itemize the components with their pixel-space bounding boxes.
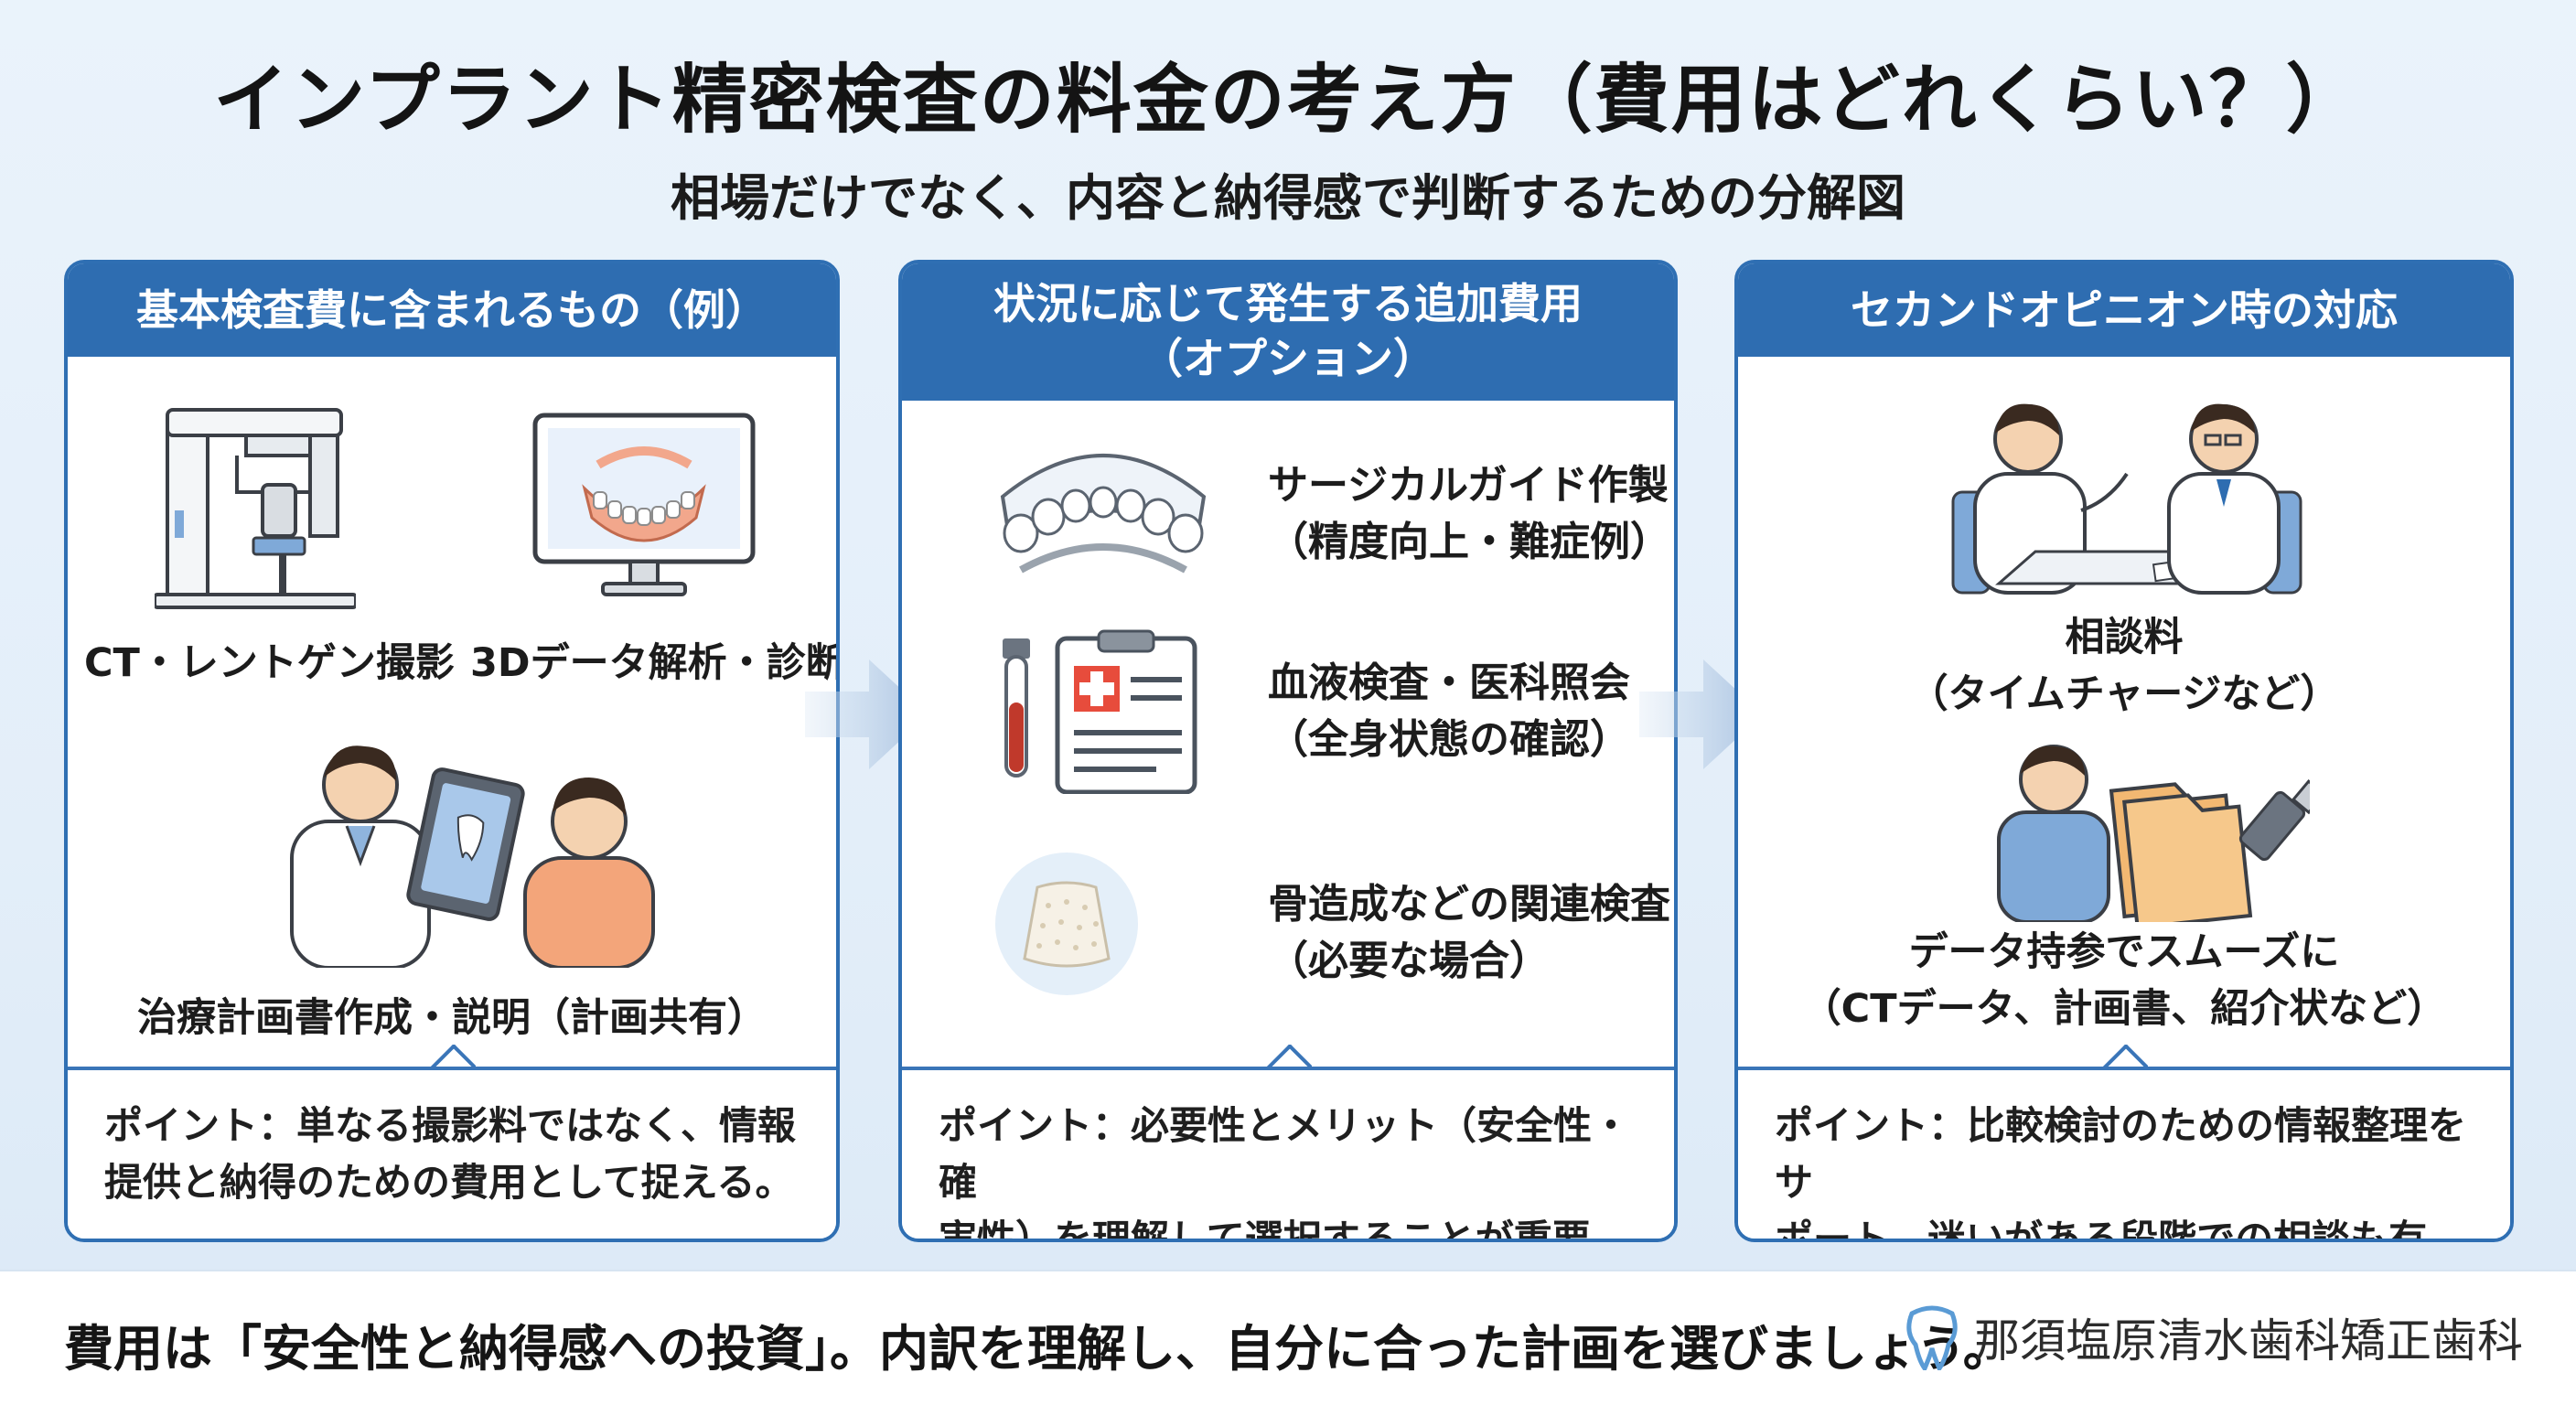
footer-message: 費用は「安全性と納得感への投資」。内訳を理解し、自分に合った計画を選びましょう。 [64,1320,2012,1378]
bone-graft-text: 骨造成などの関連検査 （必要な場合） [1268,876,1670,990]
bone-graft-icon [993,851,1140,1001]
blood-test-note: （全身状態の確認） [1268,716,1630,763]
blood-test-title: 血液検査・医科照会 [1268,660,1630,706]
clinic-name: 那須塩原清水歯科矯正歯科 [1974,1314,2523,1367]
surgical-guide-text: サージカルガイド作製 （精度向上・難症例） [1268,457,1670,571]
point-line: 提供と納得のための費用として捉える。 [104,1160,794,1205]
folder-usb-icon [1980,739,2326,930]
bone-graft-title: 骨造成などの関連検査 [1268,881,1670,928]
bring-data-title: データ持参でスムーズに [1908,929,2340,975]
blood-test-clipboard-icon [993,629,1204,798]
footer-bar: 費用は「安全性と納得感への投資」。内訳を理解し、自分に合った計画を選びましょう。… [0,1270,2576,1405]
panel-optional-heading-line: 状況に応じて発生する追加費用 [993,279,1583,328]
surgical-guide-title: サージカルガイド作製 [1268,462,1669,509]
panel-optional-costs: 状況に応じて発生する追加費用 （オプション） サージカルガイド作製 （精度向上・… [898,260,1678,1242]
point-line: ポイント：比較検討のための情報整理をサ [1775,1103,2467,1205]
ct-scanner-icon [153,401,358,615]
point-box-optional: ポイント：必要性とメリット（安全性・確 実性）を理解して選択することが重要。 [902,1067,1674,1239]
flow-arrow-icon [805,655,933,778]
panel-optional-heading: 状況に応じて発生する追加費用 （オプション） [902,263,1674,401]
panel-basic-exam-heading: 基本検査費に含まれるもの（例） [68,263,836,357]
bring-data-text: データ持参でスムーズに （CTデータ、計画書、紹介状など） [1738,924,2510,1037]
point-line: 実性）を理解して選択することが重要。 [939,1217,1629,1242]
tooth-logo-icon [1906,1305,1958,1370]
surgical-guide-note: （精度向上・難症例） [1268,519,1670,565]
consultation-icon [1944,391,2310,606]
blood-test-text: 血液検査・医科照会 （全身状態の確認） [1268,655,1630,768]
page-subtitle: 相場だけでなく、内容と納得感で判断するための分解図 [671,169,1905,227]
panel-basic-exam: 基本検査費に含まれるもの（例） [64,260,840,1242]
point-line: ポイント：単なる撮影料ではなく、情報 [104,1103,797,1148]
point-line: ポイント：必要性とメリット（安全性・確 [939,1103,1631,1205]
bone-graft-note: （必要な場合） [1268,938,1550,984]
consultation-fee-text: 相談料 （タイムチャージなど） [1738,609,2510,723]
point-box-basic: ポイント：単なる撮影料ではなく、情報 提供と納得のための費用として捉える。 [68,1067,836,1239]
panel-optional-heading-line: （オプション） [1141,334,1435,383]
ct-xray-label: CT・レントゲン撮影 [84,640,455,686]
clinic-brand: 那須塩原清水歯科矯正歯科 [1903,1304,2523,1370]
consultation-fee-note: （タイムチャージなど） [1908,671,2340,717]
point-line: ポート。迷いがある段階での相談も有効。 [1775,1217,2428,1242]
surgical-guide-icon [984,433,1222,592]
point-box-second-opinion: ポイント：比較検討のための情報整理をサ ポート。迷いがある段階での相談も有効。 [1738,1067,2510,1239]
consultation-fee-title: 相談料 [2065,615,2184,660]
3d-analysis-label: 3Dデータ解析・診断 [470,640,840,686]
treatment-plan-label: 治療計画書作成・説明（計画共有） [137,995,767,1041]
flow-arrow-icon [1639,655,1767,778]
panel-second-opinion: セカンドオピニオン時の対応 相談料 （タイムチャージなど） [1734,260,2514,1242]
bring-data-note: （CTデータ、計画書、紹介状など） [1801,986,2447,1032]
doctor-patient-tablet-icon [274,721,658,971]
page-title: インプラント精密検査の料金の考え方（費用はどれくらい？） [213,57,2363,144]
monitor-3d-teeth-icon [530,410,758,615]
panel-second-opinion-heading: セカンドオピニオン時の対応 [1738,263,2510,357]
